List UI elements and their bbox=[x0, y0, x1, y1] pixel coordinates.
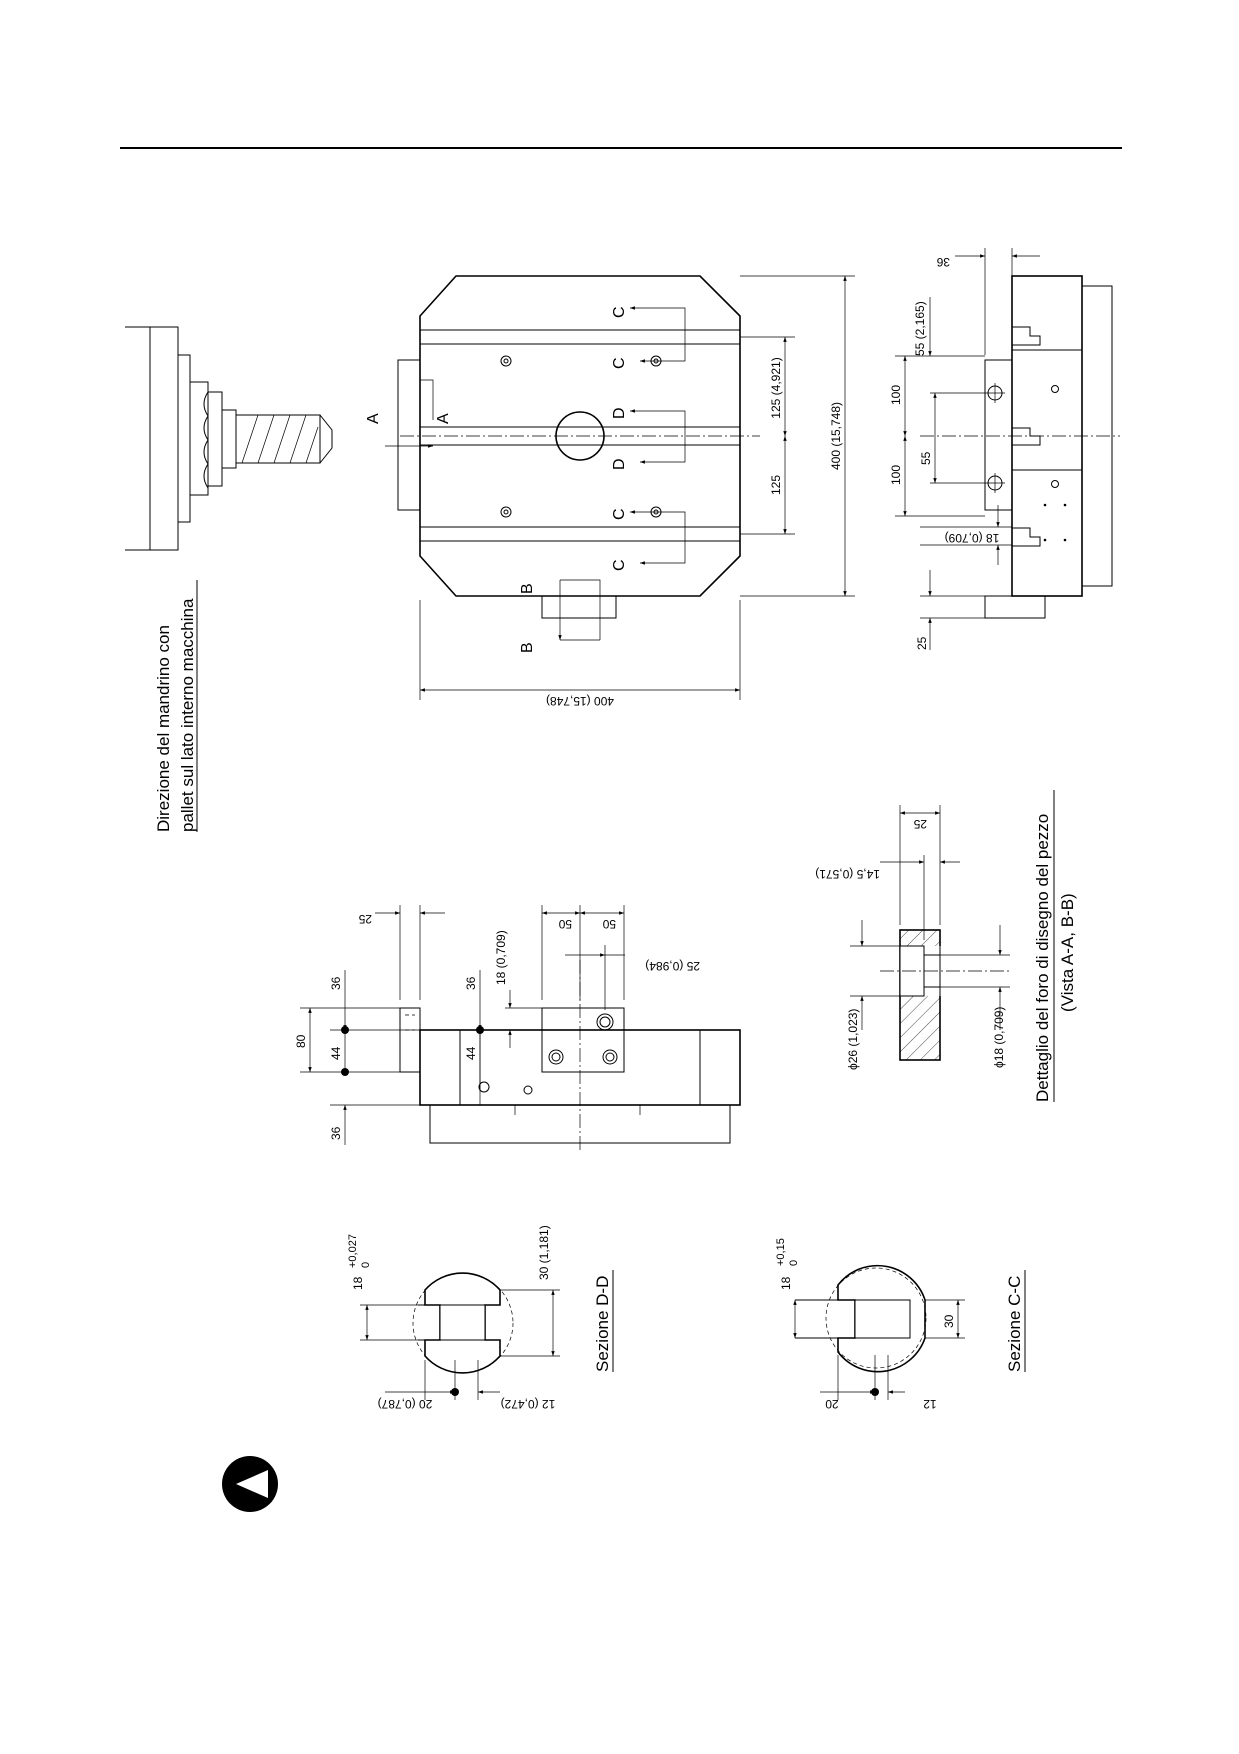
dd-dim-12: 12 (0,472) bbox=[501, 1397, 556, 1411]
chapter-badge-icon bbox=[222, 1456, 278, 1512]
section-cc: 18 +0,15 0 30 20 12 Sezione C-C bbox=[775, 1238, 1026, 1411]
section-letter-d1: D bbox=[611, 407, 628, 419]
dim-front-50-a: 50 bbox=[558, 917, 572, 931]
section-letter-c3: C bbox=[611, 508, 628, 520]
dim-front-25-in: 25 (0,984) bbox=[645, 959, 700, 973]
cc-dim-18: 18 bbox=[779, 1276, 793, 1290]
top-view: C C D D C C A A B B 400 (15,748) 400 (15… bbox=[365, 275, 855, 708]
dim-side-55-in: 55 (2,165) bbox=[913, 301, 927, 356]
dd-tol-lower: 0 bbox=[360, 1262, 372, 1268]
section-letter-a2: A bbox=[435, 413, 452, 424]
section-letter-b1: B bbox=[519, 583, 536, 594]
dd-dim-18: 18 bbox=[351, 1276, 365, 1290]
dd-tol-upper: +0,027 bbox=[347, 1234, 359, 1268]
dim-front-44-left: 44 bbox=[329, 1046, 343, 1060]
dim-front-18: 18 (0,709) bbox=[494, 930, 508, 985]
section-letter-c2: C bbox=[611, 357, 628, 369]
spindle-note-line1: Direzione del mandrino con bbox=[154, 625, 173, 832]
spindle-note-line2: pallet sul lato interno macchina bbox=[178, 598, 197, 832]
dim-front-50-b: 50 bbox=[602, 917, 616, 931]
section-markers bbox=[385, 306, 686, 641]
dim-front-36-bottom: 36 bbox=[329, 1126, 343, 1140]
dd-dim-20: 20 (0,787) bbox=[378, 1397, 433, 1411]
section-letter-b2: B bbox=[519, 642, 536, 653]
section-letter-c1: C bbox=[611, 306, 628, 318]
cc-dim-20: 20 bbox=[825, 1397, 839, 1411]
dim-side-36: 36 bbox=[936, 255, 950, 269]
dim-front-25-top: 25 bbox=[358, 912, 372, 926]
section-letter-a1: A bbox=[365, 413, 382, 424]
front-view: 80 36 44 36 36 44 18 (0,709) 25 50 50 bbox=[294, 905, 741, 1150]
center-boss bbox=[555, 411, 605, 461]
cc-title: Sezione C-C bbox=[1005, 1276, 1024, 1372]
section-letter-d2: D bbox=[611, 458, 628, 470]
dim-hole-26: ϕ26 (1,023) bbox=[846, 1009, 860, 1070]
dim-400-width: 400 (15,748) bbox=[546, 694, 614, 708]
dim-front-36-mid: 36 bbox=[464, 976, 478, 990]
section-letter-c4: C bbox=[611, 559, 628, 571]
dim-400-height: 400 (15,748) bbox=[829, 402, 843, 470]
cc-dim-12: 12 bbox=[923, 1397, 937, 1411]
dim-side-25: 25 bbox=[915, 636, 929, 650]
dim-125-top: 125 (4,921) bbox=[769, 357, 783, 418]
dim-hole-25: 25 bbox=[913, 817, 927, 831]
dim-hole-14-5: 14,5 (0,571) bbox=[815, 867, 880, 881]
dim-side-100-b: 100 bbox=[889, 465, 903, 485]
cc-dim-30: 30 bbox=[942, 1314, 956, 1328]
hole-detail: 25 14,5 (0,571) ϕ26 (1,023) ϕ18 (0,709) … bbox=[815, 790, 1077, 1102]
section-dd: 18 +0,027 0 30 (1,181) 20 (0,787) 12 (0,… bbox=[347, 1225, 614, 1411]
dim-125-bottom: 125 bbox=[769, 475, 783, 495]
cc-tol-upper: +0,15 bbox=[775, 1238, 787, 1266]
spindle-illustration bbox=[125, 326, 333, 551]
hole-detail-subtitle: (Vista A-A, B-B) bbox=[1058, 893, 1077, 1012]
dim-front-36-top: 36 bbox=[329, 976, 343, 990]
dim-front-44-mid: 44 bbox=[464, 1046, 478, 1060]
side-view: 36 55 (2,165) 100 100 55 18 (0,709) 25 bbox=[889, 248, 1120, 650]
dim-front-80: 80 bbox=[294, 1034, 308, 1048]
dim-hole-18: ϕ18 (0,709) bbox=[992, 1007, 1006, 1068]
cc-tol-lower: 0 bbox=[788, 1260, 800, 1266]
dd-title: Sezione D-D bbox=[593, 1276, 612, 1372]
dim-side-18: 18 (0,709) bbox=[945, 531, 1000, 545]
dim-side-55: 55 bbox=[919, 451, 933, 465]
dd-dim-30: 30 (1,181) bbox=[537, 1225, 551, 1280]
hole-detail-title: Dettaglio del foro di disegno del pezzo bbox=[1033, 814, 1052, 1102]
spindle-note: Direzione del mandrino con pallet sul la… bbox=[154, 580, 198, 832]
dim-side-100-a: 100 bbox=[889, 385, 903, 405]
